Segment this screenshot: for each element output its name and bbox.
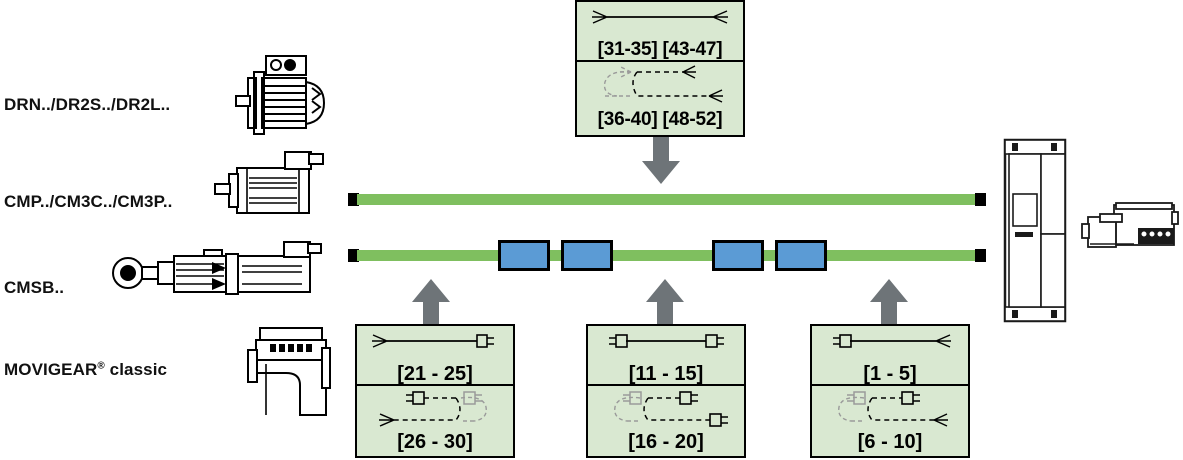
ref-label-bm-1: [11 - 15] bbox=[628, 363, 704, 385]
movigear-name: MOVIGEAR bbox=[4, 360, 98, 379]
cable-terminal-lower-left bbox=[348, 249, 359, 262]
servomotor-icon bbox=[213, 150, 333, 222]
ref-cell-top-2: [36-40] [48-52] bbox=[577, 62, 743, 135]
product-label-drn: DRN../DR2S../DR2L.. bbox=[4, 95, 171, 114]
cable-terminal-upper-right bbox=[975, 193, 986, 206]
cable-flying-leads-both-ends-icon bbox=[577, 2, 743, 40]
cable-connector-1[interactable] bbox=[498, 240, 550, 271]
cable-plug-to-leads-extension-icon bbox=[812, 386, 968, 432]
product-label-movigear: MOVIGEAR® classic bbox=[4, 360, 167, 380]
cable-connector-3[interactable] bbox=[712, 240, 764, 271]
inverter-cabinet-icon bbox=[1003, 138, 1069, 328]
ref-cell-bl-1: [21 - 25] bbox=[357, 326, 513, 386]
ref-label-bm-2: [16 - 20] bbox=[628, 431, 704, 453]
ref-box-bottom-middle[interactable]: [11 - 15] bbox=[586, 324, 746, 458]
ref-cell-br-2: [6 - 10] bbox=[812, 386, 968, 456]
cable-plug-to-plug-extension-icon bbox=[588, 386, 744, 432]
ref-cell-br-1: [1 - 5] bbox=[812, 326, 968, 386]
ref-box-top[interactable]: [31-35] [43-47] bbox=[575, 0, 745, 137]
cable-plug-to-leads-icon bbox=[812, 326, 968, 364]
movigear-suffix: classic bbox=[104, 360, 168, 379]
arrow-down-to-upper-cable bbox=[640, 137, 682, 185]
power-cable-lower bbox=[357, 250, 979, 261]
arrow-up-from-left-box bbox=[410, 278, 452, 326]
ref-label-bl-1: [21 - 25] bbox=[397, 363, 473, 385]
ref-cell-top-1: [31-35] [43-47] bbox=[577, 2, 743, 62]
ref-box-bottom-right[interactable]: [1 - 5] bbox=[810, 324, 970, 458]
cable-leads-to-plug-icon bbox=[357, 326, 513, 364]
ref-cell-bm-1: [11 - 15] bbox=[588, 326, 744, 386]
arrow-up-from-right-box bbox=[868, 278, 910, 326]
ref-label-br-2: [6 - 10] bbox=[857, 431, 923, 453]
cable-connector-2[interactable] bbox=[561, 240, 613, 271]
cable-terminal-upper-left bbox=[348, 193, 359, 206]
cable-terminal-lower-right bbox=[975, 249, 986, 262]
gearmotor-icon bbox=[228, 48, 338, 143]
ref-label-bl-2: [26 - 30] bbox=[397, 431, 473, 453]
cable-flying-leads-extension-icon bbox=[577, 62, 743, 110]
ref-cell-bm-2: [16 - 20] bbox=[588, 386, 744, 456]
power-cable-upper bbox=[357, 194, 979, 205]
control-unit-icon bbox=[1080, 200, 1180, 263]
product-label-cmp: CMP../CM3C../CM3P.. bbox=[4, 192, 173, 211]
cable-leads-to-plug-extension-icon bbox=[357, 386, 513, 432]
ref-label-top-1: [31-35] [43-47] bbox=[597, 39, 723, 60]
ref-label-br-1: [1 - 5] bbox=[863, 363, 917, 385]
product-label-cmsb: CMSB.. bbox=[4, 278, 65, 297]
cable-plug-to-plug-icon bbox=[588, 326, 744, 364]
linear-servomotor-icon bbox=[112, 240, 334, 300]
arrow-up-from-middle-box bbox=[644, 278, 686, 326]
ref-label-top-2: [36-40] [48-52] bbox=[597, 109, 723, 130]
cable-connector-4[interactable] bbox=[775, 240, 827, 271]
ref-cell-bl-2: [26 - 30] bbox=[357, 386, 513, 456]
registered-trademark-icon: ® bbox=[97, 360, 105, 372]
movigear-icon bbox=[246, 320, 342, 420]
ref-box-bottom-left[interactable]: [21 - 25] bbox=[355, 324, 515, 458]
